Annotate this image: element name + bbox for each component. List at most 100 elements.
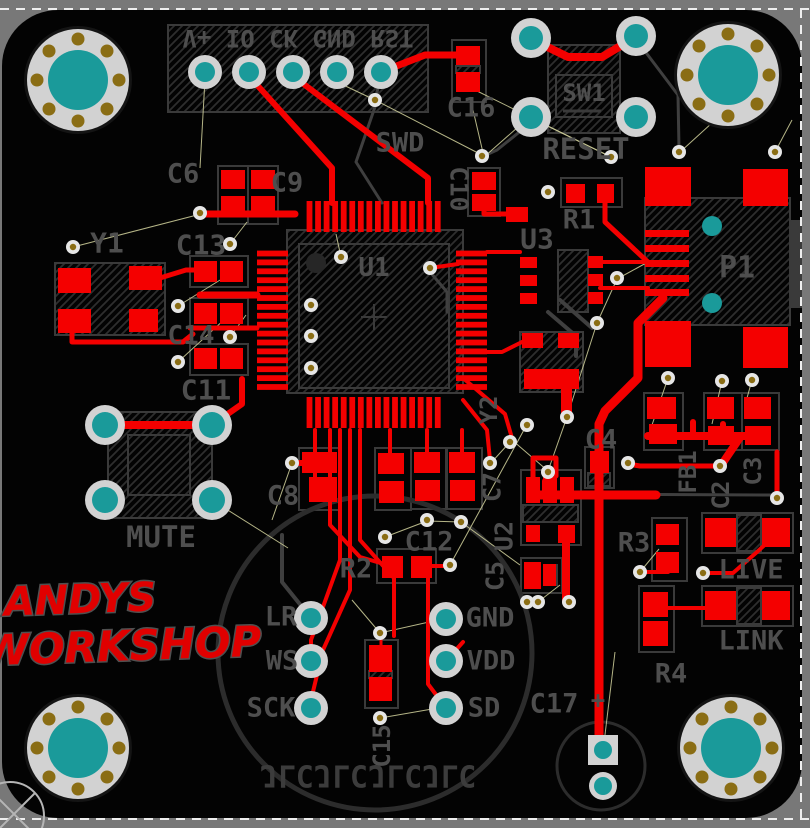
- smd-pad: [705, 591, 736, 620]
- silkscreen-label: C2: [707, 481, 735, 510]
- smd-pad: [58, 309, 91, 333]
- qfp-pad-left: [257, 330, 288, 337]
- smd-pad: [645, 260, 689, 267]
- tht-pad-hole: [519, 105, 543, 129]
- smd-pad: [472, 172, 496, 190]
- tht-pad-hole: [301, 608, 321, 628]
- smd-pad: [302, 452, 337, 473]
- smd-pad: [524, 369, 579, 389]
- smd-pad: [649, 424, 677, 444]
- qfp-pad-bottom: [400, 397, 407, 428]
- mount-stitch-via: [42, 102, 56, 116]
- ratsnest-line: [384, 520, 428, 538]
- component-body: [701, 512, 794, 554]
- silkscreen-label: LIVE: [718, 555, 783, 586]
- via-hole: [69, 243, 77, 251]
- smd-pad: [588, 292, 603, 304]
- qfp-pad-bottom: [417, 397, 424, 428]
- vias: [66, 93, 784, 725]
- top-trace: [290, 73, 431, 206]
- smd-pad: [645, 167, 691, 206]
- via-hole: [288, 459, 296, 467]
- bottom-trace: [558, 298, 594, 330]
- mount-stitch-via: [112, 73, 126, 87]
- via-hole: [544, 188, 552, 196]
- qfp-pad-right: [456, 321, 487, 328]
- tht-pad-hole: [594, 777, 612, 795]
- component-body: [736, 587, 762, 625]
- smd-pad: [309, 477, 337, 502]
- smd-pad: [220, 261, 243, 282]
- smd-pad: [707, 397, 734, 419]
- smd-pad: [520, 293, 537, 304]
- component-body: [189, 343, 249, 376]
- qfp-pad-right: [456, 348, 487, 355]
- through-hole-pads: [85, 16, 722, 800]
- top-trace: [461, 398, 492, 462]
- via-hole: [544, 468, 552, 476]
- connector-hole: [702, 216, 722, 236]
- via-hole: [196, 209, 204, 217]
- qfp-pad-left: [257, 304, 288, 310]
- smd-pad: [221, 170, 245, 189]
- qfp-pad-left: [257, 375, 288, 381]
- silkscreen-label: P1: [719, 251, 755, 286]
- qfp-pad-left: [257, 384, 288, 390]
- silkscreen-label: C8: [267, 481, 300, 512]
- component-body: [741, 392, 780, 451]
- mount-stitch-via: [71, 782, 85, 796]
- via-hole: [226, 240, 234, 248]
- via-hole: [624, 459, 632, 467]
- component-body: [638, 585, 675, 653]
- silkscreen-label: RESET: [542, 132, 629, 166]
- mounting-holes: [24, 21, 785, 802]
- logo-line2: WORKSHOP: [0, 617, 262, 676]
- tht-pad-hole: [195, 62, 215, 82]
- smd-pad: [744, 397, 771, 419]
- smd-pad: [526, 525, 540, 542]
- top-trace: [358, 428, 396, 638]
- smd-pad: [58, 268, 91, 293]
- silkscreen-label: R4: [655, 659, 688, 690]
- component-body: [736, 514, 762, 552]
- silkscreen-label: Y1: [90, 227, 124, 260]
- mount-stitch-via: [42, 770, 56, 784]
- top-trace: [594, 293, 668, 757]
- via-hole: [174, 358, 182, 366]
- mount-stitch-via: [100, 712, 114, 726]
- silkscreen-label: C3: [739, 457, 767, 486]
- via-hole: [226, 333, 234, 341]
- smd-pad: [221, 196, 245, 215]
- via-hole: [523, 598, 531, 606]
- component-body: [298, 243, 450, 389]
- qfp-pad-top: [434, 201, 441, 232]
- tht-pad-hole: [624, 105, 648, 129]
- mount-stitch-via: [762, 68, 776, 82]
- qfp-pad-top: [409, 201, 415, 232]
- ratsnest-line: [199, 78, 206, 169]
- qfp-pad-top: [357, 201, 364, 232]
- mount-hole: [701, 718, 761, 778]
- mount-stitch-via: [695, 712, 709, 726]
- qfp-pad-left: [257, 259, 288, 266]
- smd-pad: [251, 196, 275, 215]
- smd-pad: [705, 518, 736, 547]
- bottom-trace: [354, 102, 384, 205]
- smd-pad: [194, 261, 217, 282]
- ratsnest-line: [177, 317, 227, 363]
- logo-line1: ANDYS: [0, 574, 157, 625]
- mount-stitch-via: [112, 741, 126, 755]
- smd-pad: [561, 388, 572, 417]
- ratsnest-line: [460, 521, 521, 566]
- ratsnest-line: [511, 439, 549, 472]
- qfp-pad-bottom: [357, 397, 364, 428]
- top-trace: [69, 327, 196, 345]
- qfp-pad-right: [456, 277, 487, 284]
- via-hole: [675, 148, 683, 156]
- silkscreen-label: +: [591, 686, 605, 714]
- mount-hole: [48, 718, 108, 778]
- mount-stitch-via: [753, 770, 767, 784]
- mount-stitch-via: [692, 39, 706, 53]
- via-hole: [506, 438, 514, 446]
- smd-pad: [382, 556, 403, 578]
